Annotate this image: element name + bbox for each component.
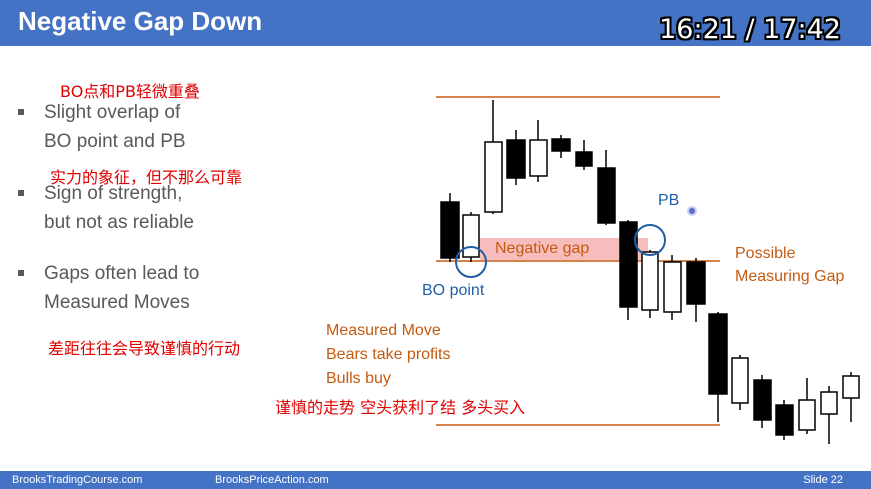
measured-move-label: Measured Move — [326, 322, 441, 339]
candle — [440, 201, 460, 259]
footer-site-left: BrooksTradingCourse.com — [12, 474, 143, 486]
possible-label: Possible — [735, 245, 796, 262]
candle — [686, 261, 706, 305]
candle — [462, 214, 480, 258]
candle — [708, 313, 728, 395]
candle — [731, 357, 749, 404]
bears-take-profits-label: Bears take profits — [326, 346, 451, 363]
candle — [575, 151, 593, 167]
bullet-marker — [18, 190, 24, 196]
candle — [619, 221, 638, 308]
bullet-3-line1: Gaps often lead to — [44, 263, 200, 284]
bulls-buy-label: Bulls buy — [326, 370, 391, 387]
negative-gap-band — [480, 238, 648, 260]
pb-circle — [634, 224, 666, 256]
measuring-gap-label: Measuring Gap — [735, 268, 845, 285]
slide-number: Slide 22 — [803, 474, 843, 486]
bullet-1-line2: BO point and PB — [44, 131, 186, 152]
negative-gap-label: Negative gap — [495, 240, 590, 257]
slide-header: Negative Gap Down 16:21 / 17:42 — [0, 0, 871, 46]
candle — [641, 251, 659, 311]
candle — [663, 261, 682, 313]
cursor-dot — [687, 206, 697, 216]
bullet-2-line1: Sign of strength, — [44, 183, 183, 204]
candle — [775, 404, 794, 436]
candle — [597, 167, 616, 224]
candle — [529, 139, 548, 177]
bo-point-label: BO point — [422, 282, 485, 299]
candle — [753, 379, 772, 421]
candle — [551, 138, 571, 152]
candle — [798, 399, 816, 431]
annotation-cn-2: 实力的象征，但不那么可靠 — [50, 168, 243, 187]
annotation-cn-1: BO点和PB轻微重叠 — [60, 82, 200, 101]
candle — [842, 375, 860, 399]
bullet-marker — [18, 270, 24, 276]
candles — [440, 100, 860, 444]
candle — [506, 139, 526, 179]
pb-label: PB — [658, 192, 680, 209]
candle — [484, 141, 503, 213]
annotation-cn-3: 差距往往会导致谨慎的行动 — [48, 339, 241, 358]
slide-footer: BrooksTradingCourse.com BrooksPriceActio… — [0, 471, 871, 489]
bullet-marker — [18, 109, 24, 115]
video-timer: 16:21 / 17:42 — [659, 14, 841, 45]
candle — [820, 391, 838, 415]
bo-point-circle — [455, 246, 487, 278]
bullet-2-line2: but not as reliable — [44, 212, 194, 233]
bullet-1-line1: Slight overlap of — [44, 102, 181, 123]
slide-title: Negative Gap Down — [18, 6, 263, 36]
bullet-3-line2: Measured Moves — [44, 292, 190, 313]
annotation-cn-4: 谨慎的走势 空头获利了结 多头买入 — [275, 398, 526, 417]
footer-site-center: BrooksPriceAction.com — [215, 474, 329, 486]
